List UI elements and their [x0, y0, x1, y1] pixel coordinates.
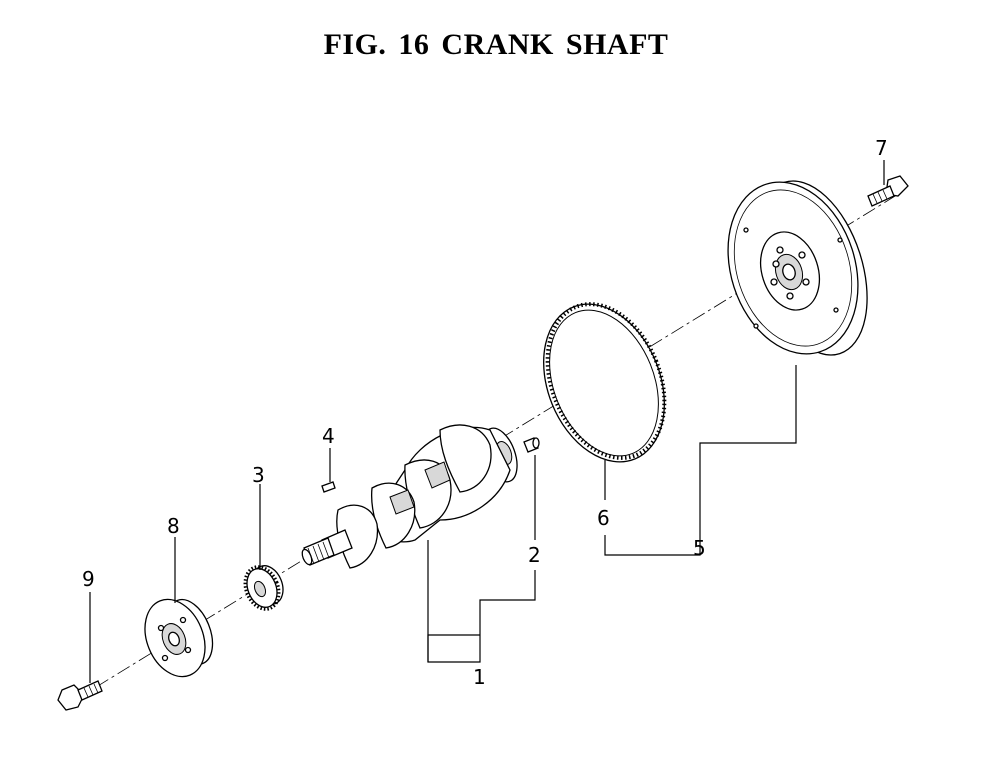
ring-gear [543, 302, 667, 463]
crank-shaft [301, 424, 518, 569]
callout-7: 7 [875, 136, 888, 160]
leader-lines [89, 160, 885, 683]
callout-6: 6 [597, 506, 610, 530]
callout-9: 9 [82, 567, 95, 591]
callout-5: 5 [693, 536, 706, 560]
flywheel-bolt [867, 175, 909, 207]
figure-title: FIG. 16 CRANK SHAFT [323, 28, 669, 61]
flywheel [727, 180, 868, 356]
callout-4: 4 [322, 424, 335, 448]
leader-5-flywheel [699, 365, 797, 500]
crank-gear [243, 565, 284, 611]
callout-1: 1 [473, 665, 486, 689]
leader-1-bracket [427, 570, 536, 663]
pulley-bolt [57, 680, 103, 711]
callout-3: 3 [252, 463, 265, 487]
callout-labels: 7 5 6 2 1 4 3 8 9 [82, 136, 888, 689]
leader-5-bracket [604, 500, 701, 556]
crank-pulley [144, 598, 214, 678]
callout-8: 8 [167, 514, 180, 538]
woodruff-key [321, 481, 336, 493]
dowel-pin [523, 437, 540, 453]
callout-2: 2 [528, 543, 541, 567]
